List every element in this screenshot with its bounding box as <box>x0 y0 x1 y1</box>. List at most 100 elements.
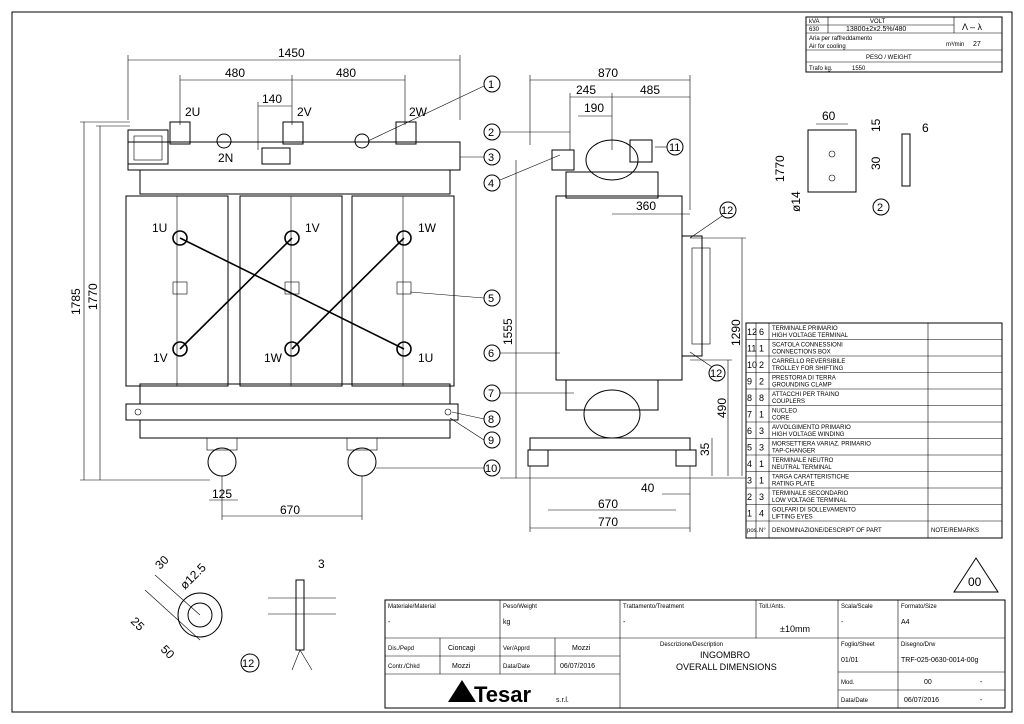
terminal-2v: 2V <box>297 105 312 119</box>
cooling-value: 27 <box>973 41 981 48</box>
tb-drawing-value: TRF-025-0630-0014-00g <box>901 657 979 664</box>
parts-row-pos: 11 <box>747 344 756 354</box>
callout-3: 3 <box>488 152 494 164</box>
dim-1770: 1770 <box>86 283 100 310</box>
parts-row-qty: 1 <box>759 459 764 469</box>
parts-row-pos: 4 <box>747 459 752 469</box>
terminal-2w: 2W <box>409 105 428 119</box>
detail2-dim-60: 60 <box>822 109 836 123</box>
parts-footer-desc: DENOMINAZIONE/DESCRIPT OF PART <box>772 528 882 534</box>
tb-checked-value: Mozzi <box>452 663 471 670</box>
tb-format-value: A4 <box>901 619 910 626</box>
detail2-dim-30: 30 <box>869 156 883 170</box>
winding-1u-bottom: 1U <box>418 351 433 365</box>
detail2-dim-d14: ø14 <box>789 191 803 212</box>
tb-description-it: INGOMBRO <box>700 650 750 660</box>
parts-row-desc-en: COUPLERS <box>772 399 805 405</box>
dim-1555: 1555 <box>501 318 515 345</box>
cooling-unit: m³/min <box>946 42 964 48</box>
tb-checked-label: Contr./Chkd <box>388 664 420 670</box>
dim-1450: 1450 <box>278 46 305 60</box>
dim-770: 770 <box>598 515 618 529</box>
parts-row-desc-en: GROUNDING CLAMP <box>772 383 832 389</box>
parts-row-qty: 2 <box>759 360 764 370</box>
parts-row-pos: 12 <box>747 327 757 337</box>
parts-row-qty: 8 <box>759 393 764 403</box>
detail12-dim-30: 30 <box>152 553 172 573</box>
tb-drawing-label: Disegno/Drw <box>901 642 936 648</box>
volt-value: 13800±2x2.5%/480 <box>846 26 906 33</box>
detail12-dim-25: 25 <box>128 614 148 634</box>
volt-label: VOLT <box>870 19 886 25</box>
callout-10: 10 <box>485 463 497 475</box>
detail12-dim-d12: ø12.5 <box>177 560 209 592</box>
side-view: 870 245 485 190 360 1555 1290 49 <box>500 66 746 532</box>
parts-row-qty: 1 <box>759 344 764 354</box>
parts-row-qty: 2 <box>759 377 764 387</box>
weight-value: 1550 <box>852 66 866 72</box>
revision-triangle: 00 <box>953 557 999 593</box>
kva-label: kVA <box>809 19 820 25</box>
parts-row-desc-it: GOLFARI DI SOLLEVAMENTO <box>772 508 856 514</box>
tb-mod-value: 00 <box>924 679 932 686</box>
tesar-logo-suffix: s.r.l. <box>556 697 569 704</box>
dim-1290: 1290 <box>729 319 743 346</box>
tb-treatment-value: - <box>623 619 626 626</box>
parts-row-desc-en: RATING PLATE <box>772 482 814 488</box>
tb-description-label: Descrizione/Description <box>660 642 723 648</box>
tb-verified-value: Mozzi <box>572 645 591 652</box>
winding-1w-top: 1W <box>418 221 437 235</box>
tb-tolerance-label: Toll./Ants. <box>759 604 785 610</box>
tb-mod-label: Mod. <box>841 680 855 686</box>
detail2-dim-15: 15 <box>869 118 883 132</box>
parts-row-desc-it: NUCLEO <box>772 409 797 415</box>
parts-row-desc-it: TERMINALE NEUTRO <box>772 458 834 464</box>
parts-row-qty: 1 <box>759 476 764 486</box>
detail12-callout: 12 <box>242 658 254 670</box>
tb-material-label: Materiale/Material <box>388 604 436 610</box>
tb-verified-label: Ver/Apprd <box>503 646 530 652</box>
tesar-logo-text: Tesar <box>474 682 532 707</box>
front-view: 1450 480 480 140 1785 1770 2U 2V 2W 2N <box>69 46 461 520</box>
parts-footer-notes: NOTE/REMARKS <box>931 528 979 534</box>
tb-sheet-value: 01/01 <box>841 657 859 664</box>
terminal-2u: 2U <box>185 105 200 119</box>
cooling-label-en: Air for cooling <box>809 44 846 50</box>
dim-485: 485 <box>640 83 660 97</box>
winding-1v-top: 1V <box>305 221 320 235</box>
rating-table: kVA VOLT Λ – λ 630 13800±2x2.5%/480 Aria… <box>805 16 1003 73</box>
parts-row-desc-en: TROLLEY FOR SHIFTING <box>772 366 844 372</box>
callout-6: 6 <box>488 348 494 360</box>
dim-40: 40 <box>641 481 655 495</box>
parts-row-pos: 2 <box>747 492 752 502</box>
parts-row-desc-en: NEUTRAL TERMINAL <box>772 465 832 471</box>
terminal-2n: 2N <box>218 151 233 165</box>
tb-drawn-value: Cioncagi <box>448 645 476 652</box>
callout-2: 2 <box>488 127 494 139</box>
connection-symbol: Λ – λ <box>962 22 983 32</box>
dim-1785: 1785 <box>69 288 83 315</box>
tb-scale-value: - <box>841 619 844 626</box>
detail2-dim-6: 6 <box>922 121 929 135</box>
parts-row-pos: 1 <box>747 509 752 519</box>
sheet-border <box>11 11 1013 713</box>
parts-row-desc-it: PRESTORIA DI TERRA <box>772 376 836 382</box>
parts-row-qty: 1 <box>759 410 764 420</box>
detail12-dim-3: 3 <box>318 557 325 571</box>
weight-header: PESO / WEIGHT <box>866 55 912 61</box>
callout-5: 5 <box>488 293 494 305</box>
detail-2: 60 15 6 1770 30 ø14 2 <box>773 109 929 216</box>
parts-row-desc-en: CONNECTIONS BOX <box>772 350 831 356</box>
tb-format-label: Formato/Size <box>901 604 937 610</box>
winding-1v-bottom: 1V <box>153 351 168 365</box>
parts-row-qty: 6 <box>759 327 764 337</box>
revision-mark: 00 <box>968 575 982 589</box>
cooling-label-it: Aria per raffreddamento <box>809 36 873 42</box>
tb-tolerance-value: ±10mm <box>780 624 810 634</box>
parts-row-desc-en: HIGH VOLTAGE TERMINAL <box>772 333 849 339</box>
detail2-dim-1770: 1770 <box>773 155 787 182</box>
winding-1u-top: 1U <box>152 221 167 235</box>
tb-drawn-label: Dis./Pepd <box>388 646 414 652</box>
